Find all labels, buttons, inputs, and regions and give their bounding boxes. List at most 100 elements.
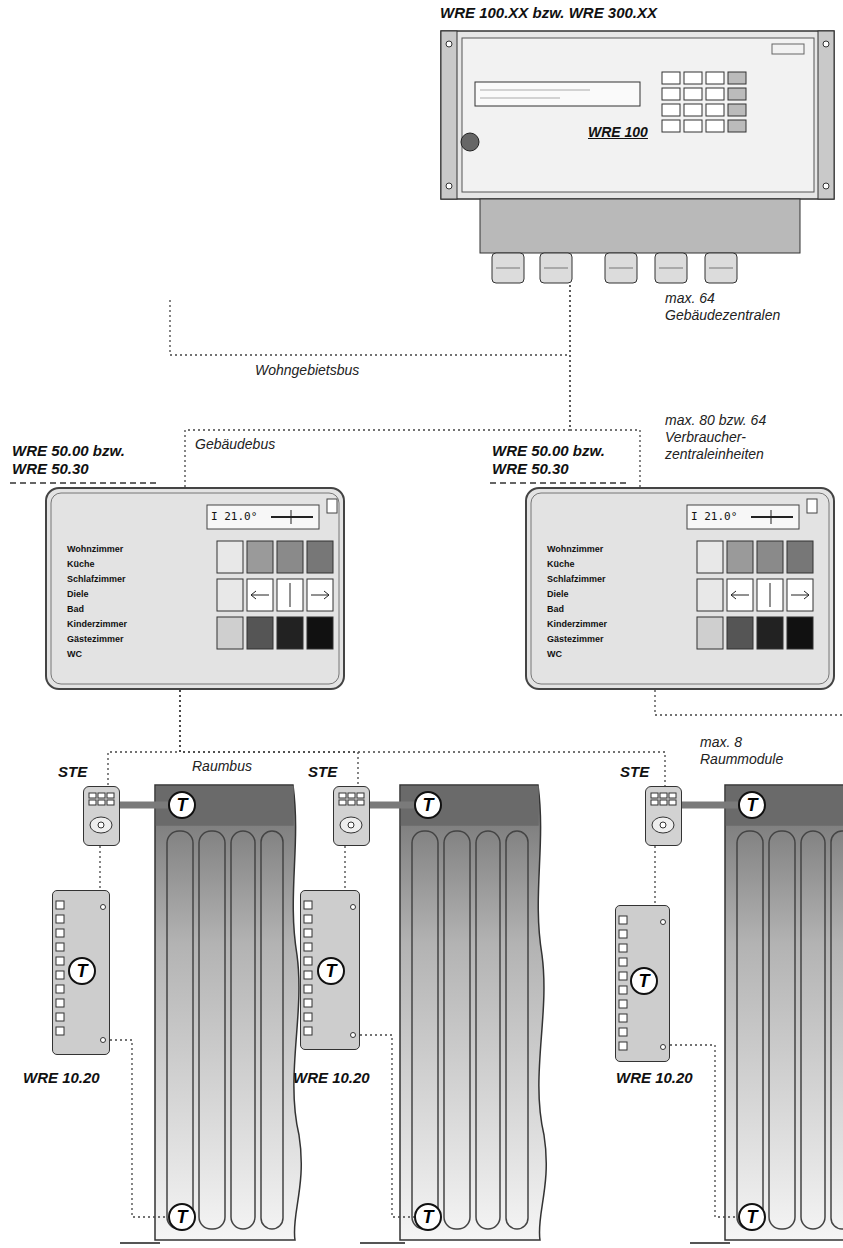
- dial: [90, 817, 112, 833]
- room-name: Diele: [547, 590, 569, 600]
- bus-line: [655, 690, 843, 715]
- keypad-key: [684, 120, 702, 132]
- model-heading: WRE 10.20: [293, 1069, 370, 1087]
- bus-line: [170, 300, 570, 355]
- bus-connector: [180, 690, 665, 786]
- room-name: Schlafzimmer: [67, 575, 126, 585]
- valve-link: [120, 802, 168, 809]
- panel-face: [462, 38, 814, 192]
- dial: [340, 817, 362, 833]
- terminal: [619, 930, 627, 938]
- keypad-key: [706, 88, 724, 100]
- valve-link: [682, 802, 738, 809]
- panel-button: [307, 617, 333, 649]
- led-field: [339, 793, 346, 798]
- ste-art: [646, 787, 683, 847]
- panel-button: [247, 579, 273, 611]
- bus-label: Wohngebietsbus: [255, 362, 359, 379]
- device-art: [440, 30, 835, 285]
- temperature-sensor: T: [168, 791, 196, 819]
- led-field: [98, 793, 105, 798]
- gland-ridge: [709, 268, 733, 269]
- terminal: [619, 958, 627, 966]
- sensor-symbol: T: [423, 1208, 434, 1226]
- terminal: [56, 971, 64, 979]
- display-readout: I 21.0°: [691, 510, 737, 523]
- temperature-sensor: T: [414, 1203, 442, 1231]
- bus-label: Raumbus: [192, 758, 252, 775]
- room-name: Wohnzimmer: [547, 545, 603, 555]
- led-field: [660, 793, 667, 798]
- arrow-mark: [791, 591, 809, 599]
- led-field: [107, 800, 114, 805]
- keypad-key: [684, 72, 702, 84]
- cable-gland: [605, 253, 637, 283]
- keypad-key: [728, 72, 746, 84]
- bus-label: max. 8 Raummodule: [700, 734, 800, 768]
- terminal: [304, 915, 312, 923]
- dial-center: [660, 822, 666, 828]
- temperature-sensor: T: [738, 791, 766, 819]
- led-field: [107, 793, 114, 798]
- led-field: [669, 793, 676, 798]
- sensor-symbol: T: [177, 1208, 188, 1226]
- logo-mark: [327, 499, 337, 513]
- bus-connector: [180, 690, 358, 786]
- unit-label: STE: [308, 763, 337, 781]
- indicator: [351, 905, 356, 910]
- sensor-symbol: T: [423, 796, 434, 814]
- panel-art: [527, 489, 837, 692]
- sensor-symbol: T: [639, 972, 650, 990]
- room-name: Wohnzimmer: [67, 545, 123, 555]
- bus-connector: [344, 846, 345, 890]
- panel-art: [47, 489, 347, 692]
- room-control-panel: WRE 50.00 bzw. WRE 50.30I 21.0°Wohnzimme…: [45, 487, 345, 690]
- dial-center: [98, 822, 104, 828]
- indicator: [101, 1038, 106, 1043]
- led-field: [357, 793, 364, 798]
- terminal: [56, 999, 64, 1007]
- room-name: Bad: [67, 605, 84, 615]
- sensor-symbol: T: [326, 962, 337, 980]
- terminal: [619, 916, 627, 924]
- terminal: [56, 943, 64, 951]
- display: [475, 82, 640, 106]
- slider-mark: [770, 583, 771, 607]
- terminal: [56, 1013, 64, 1021]
- ste-art: [334, 787, 371, 847]
- room-module: WRE 10.20T: [615, 905, 670, 1062]
- room-name: Gästezimmer: [67, 635, 124, 645]
- terminal: [304, 957, 312, 965]
- room-module: WRE 10.20T: [52, 890, 110, 1055]
- bus-connector: [110, 1040, 168, 1217]
- panel-button: [277, 541, 303, 573]
- display-line: [480, 90, 590, 91]
- slider-mark: [290, 583, 291, 607]
- cable-gland: [655, 253, 687, 283]
- panel-button: [757, 617, 783, 649]
- panel-button: [757, 579, 783, 611]
- panel-button: [277, 617, 303, 649]
- actuator-unit: STE: [645, 786, 682, 846]
- keypad-key: [662, 72, 680, 84]
- terminal: [304, 971, 312, 979]
- display-line: [480, 98, 560, 99]
- keypad-key: [728, 120, 746, 132]
- keypad-key: [662, 88, 680, 100]
- terminal: [56, 915, 64, 923]
- panel-button: [757, 541, 783, 573]
- panel-button: [217, 617, 243, 649]
- keypad-key: [728, 88, 746, 100]
- terminal: [619, 1028, 627, 1036]
- led-field: [348, 793, 355, 798]
- led-field: [89, 793, 96, 798]
- room-name: Bad: [547, 605, 564, 615]
- panel-button: [247, 541, 273, 573]
- display-readout: I 21.0°: [211, 510, 257, 523]
- panel-button: [697, 579, 723, 611]
- cable-gland: [540, 253, 572, 283]
- heading-underline: [10, 482, 160, 483]
- terminal: [304, 1027, 312, 1035]
- actuator-unit: STE: [333, 786, 370, 846]
- panel-button: [307, 579, 333, 611]
